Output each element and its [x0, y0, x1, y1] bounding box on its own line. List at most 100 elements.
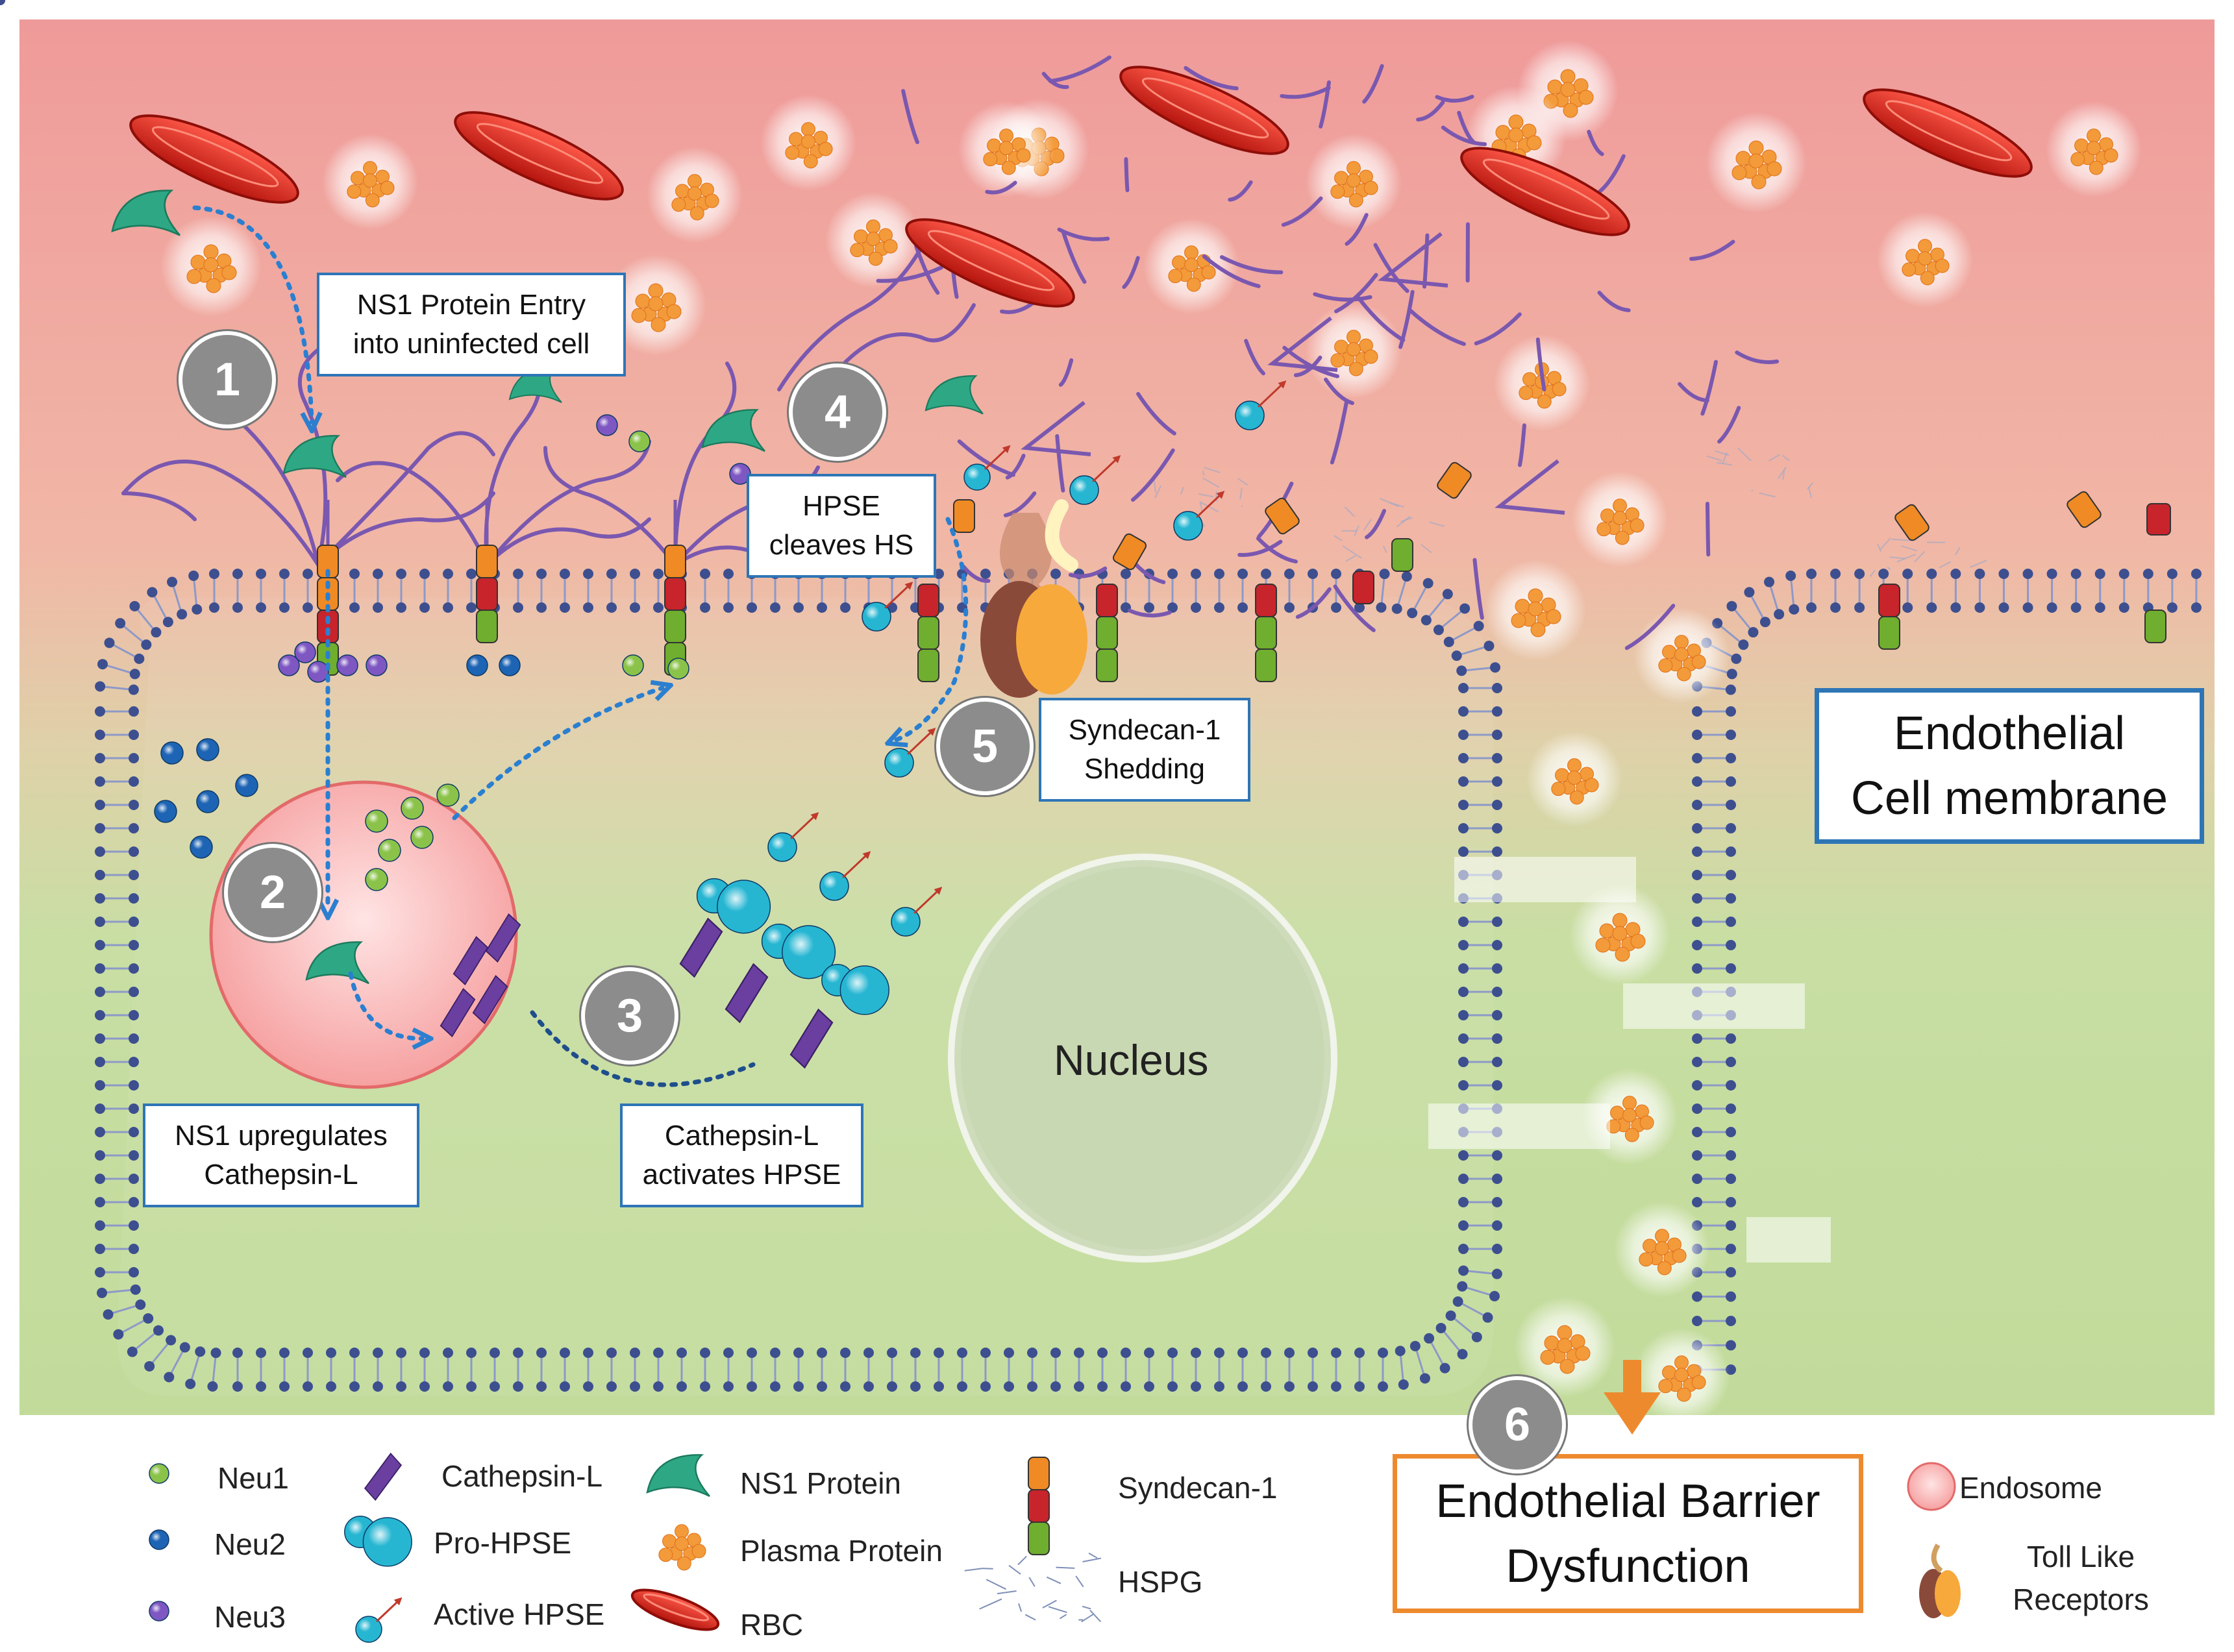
ns1-protein	[305, 941, 369, 985]
cathepsin-l	[440, 988, 476, 1037]
barrier-arrow	[1604, 1360, 1661, 1435]
hs-fragment	[1407, 308, 1466, 346]
legend-symbol-hspg	[1008, 1564, 1021, 1575]
hs-chain	[336, 461, 489, 567]
active-hpse	[1069, 455, 1121, 505]
junction-gaps	[1428, 857, 1831, 1263]
neu2	[196, 738, 219, 761]
neu1	[410, 826, 434, 849]
syndecan-1	[1391, 538, 1413, 572]
plasma-protein	[1613, 1201, 1711, 1298]
hspg-mesh	[1421, 543, 1432, 554]
hspg-mesh	[1154, 485, 1162, 499]
hs-fragment	[1281, 196, 1323, 227]
legend-symbol-hspg	[979, 1598, 1002, 1610]
plasma-protein	[646, 146, 743, 243]
step-badge-2: 2	[224, 844, 321, 941]
red-blood-cell	[905, 218, 1075, 308]
hs-chain	[842, 303, 976, 365]
label-membrane: Endothelial Cell membrane	[1815, 688, 2204, 844]
step-badge-1: 1	[179, 331, 276, 428]
hs-chain	[777, 245, 924, 391]
legend-pro-hpse: Pro-HPSE	[434, 1526, 572, 1560]
hs-fragment	[1130, 448, 1175, 502]
hs-fragment	[1122, 256, 1140, 290]
hs-fragment	[1184, 66, 1239, 91]
hspg-mesh	[1202, 470, 1205, 476]
red-blood-cell	[1460, 147, 1630, 236]
ns1-protein	[701, 409, 765, 452]
legend-symbol-hspg	[1081, 1613, 1094, 1623]
syndecan-1	[1352, 571, 1374, 604]
plasma-protein	[1485, 560, 1586, 661]
hs-fragment	[1333, 584, 1376, 632]
legend-syndecan: Syndecan-1	[1118, 1471, 1278, 1505]
hspg-mesh	[1342, 545, 1362, 559]
plasma-protein	[633, 1496, 730, 1594]
syndecan-1	[1255, 584, 1277, 682]
legend-symbol-hspg	[964, 1568, 984, 1572]
ns1-protein	[282, 435, 347, 478]
hs-fragment	[957, 439, 1015, 477]
pro-hpse	[821, 964, 889, 1015]
hs-fragment	[1280, 86, 1331, 99]
heparan-sulfate-chains	[121, 55, 1780, 650]
hspg-mesh	[1239, 487, 1243, 500]
plasma-protein	[825, 191, 922, 289]
hspg-mesh	[1759, 492, 1776, 498]
neu1	[378, 839, 401, 862]
nucleus-label: Nucleus	[1054, 1036, 1209, 1084]
neu3	[278, 654, 300, 676]
plasma-protein	[1571, 471, 1669, 568]
active-hpse	[884, 728, 936, 778]
hs-fragment	[1048, 55, 1111, 84]
hs-fragment	[1517, 423, 1526, 467]
hs-chevron	[1021, 401, 1091, 456]
plasma-protein	[321, 133, 419, 230]
hspg-mesh	[1877, 544, 1882, 552]
neu3	[366, 654, 388, 676]
hs-fragment	[1356, 296, 1406, 342]
neu1	[628, 430, 651, 452]
plasma-protein	[1569, 884, 1670, 985]
hs-fragment	[1295, 587, 1332, 619]
hs-chevron	[1267, 316, 1338, 372]
hspg-mesh	[1768, 454, 1780, 462]
hs-fragment	[1061, 229, 1087, 284]
hs-fragment	[1700, 360, 1718, 416]
hs-chain	[121, 460, 320, 567]
hs-fragment	[1128, 608, 1172, 618]
legend-symbol-hspg	[1089, 1609, 1102, 1623]
neu2	[190, 835, 213, 859]
hspg-mesh	[1334, 535, 1343, 541]
hs-fragment	[1057, 227, 1110, 241]
cathepsin-l	[453, 936, 489, 985]
hs-fragment	[1228, 180, 1253, 202]
active-hpse	[1235, 380, 1287, 430]
plasma-protein	[958, 101, 1055, 198]
hs-fragment	[876, 265, 943, 283]
hspg-mesh	[1807, 486, 1812, 498]
ns1-protein	[925, 375, 984, 415]
red-blood-cell	[630, 1588, 720, 1631]
red-blood-cells	[129, 66, 2033, 308]
hspg-mesh	[1869, 569, 1876, 577]
hs-fragment	[1457, 110, 1476, 144]
hs-fragment	[1624, 604, 1676, 650]
neu1	[401, 796, 424, 820]
hspg-mesh	[1939, 561, 1952, 569]
syndecan-1	[664, 545, 686, 676]
hs-fragment	[1003, 491, 1037, 517]
neu3	[294, 641, 316, 663]
syndecan-fragment	[1112, 533, 1147, 571]
hs-fragment	[1219, 255, 1284, 275]
hs-fragment	[1068, 566, 1108, 578]
hspg-mesh	[1717, 462, 1733, 466]
legend-symbol-neu1	[149, 1463, 169, 1484]
hspg-mesh	[1751, 489, 1754, 491]
legend-ns1: NS1 Protein	[740, 1466, 902, 1500]
hs-fragment	[1365, 509, 1387, 539]
ns1-protein	[111, 190, 180, 236]
hspg-mesh	[1389, 502, 1405, 508]
syndecan-1	[917, 584, 939, 682]
